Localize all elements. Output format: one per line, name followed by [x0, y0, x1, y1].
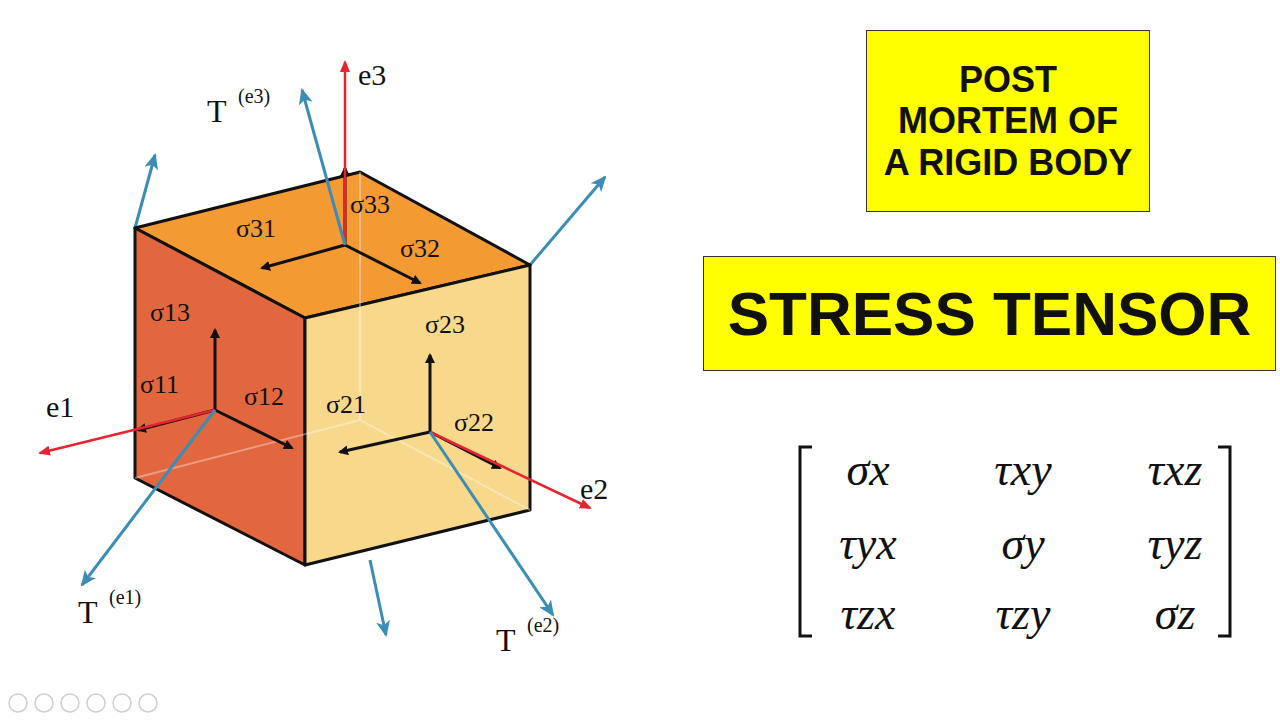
title-text: POST MORTEM OF A RIGID BODY [881, 59, 1135, 183]
stress-component: σ22 [454, 410, 494, 436]
matrix-entry: τyz [1148, 521, 1203, 567]
matrix-entry: σz [1155, 591, 1196, 637]
matrix-entry: τzx [841, 591, 896, 637]
stress-component: σ11 [140, 372, 179, 398]
traction-superscript: (e3) [238, 86, 270, 106]
traction-symbol: T [496, 624, 516, 656]
matrix-entry: τxy [994, 447, 1051, 493]
matrix-entry: τyx [839, 521, 896, 567]
matrix-entry: σx [846, 447, 889, 493]
matrix-entry: τzy [996, 591, 1051, 637]
title-box: POST MORTEM OF A RIGID BODY [866, 30, 1150, 212]
traction-symbol: T [207, 95, 227, 127]
basis-vector: e1 [46, 392, 74, 422]
matrix-entry: σy [1001, 521, 1044, 567]
traction-superscript: (e2) [527, 615, 559, 635]
traction-symbol: T [78, 596, 98, 628]
basis-vector: e2 [580, 474, 608, 504]
stress-component: σ23 [425, 312, 465, 338]
heading-text: STRESS TENSOR [728, 278, 1252, 349]
basis-vector: e3 [358, 60, 386, 90]
stress-component: σ31 [236, 216, 276, 242]
heading-box: STRESS TENSOR [703, 256, 1276, 371]
traction-superscript: (e1) [109, 587, 141, 607]
matrix-entry: τxz [1148, 447, 1203, 493]
stress-component: σ32 [400, 236, 440, 262]
stress-component: σ13 [150, 300, 190, 326]
stress-component: σ21 [326, 392, 366, 418]
stress-component: σ33 [350, 192, 390, 218]
stress-component: σ12 [244, 384, 284, 410]
